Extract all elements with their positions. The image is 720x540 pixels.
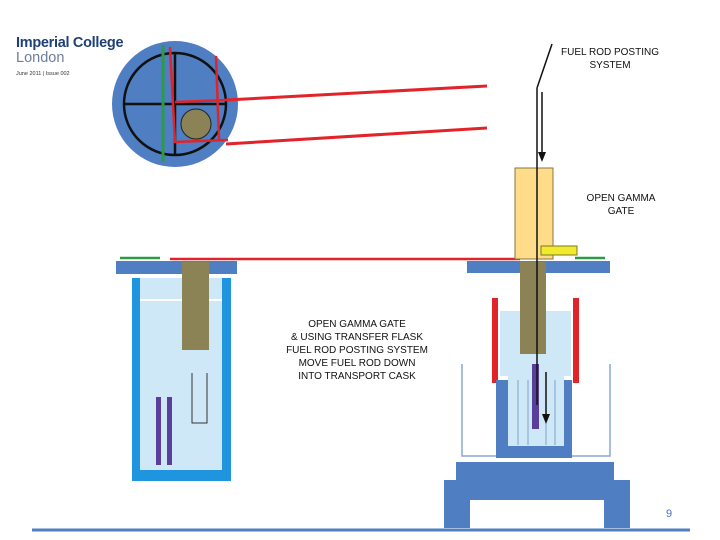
open-gamma-gate-label-line: OPEN GAMMA — [586, 193, 656, 204]
logo-line-2: London — [16, 50, 65, 66]
procedure-label-line: INTO TRANSPORT CASK — [298, 371, 416, 382]
procedure-label-line: OPEN GAMMA GATE — [308, 319, 406, 330]
transport-cask-assembly — [444, 167, 630, 528]
fuel-rod-posting-label-line: FUEL ROD POSTING — [561, 47, 659, 58]
procedure-label-line: MOVE FUEL ROD DOWN — [298, 358, 416, 369]
procedure-label: OPEN GAMMA GATE & USING TRANSFER FLASK F… — [272, 318, 442, 383]
top-view-circle — [112, 41, 238, 167]
logo-line-1: Imperial College — [16, 35, 124, 51]
fuel-rod-posting-label: FUEL ROD POSTING SYSTEM — [540, 46, 680, 72]
posting-arrows — [536, 43, 553, 424]
procedure-label-line: FUEL ROD POSTING SYSTEM — [286, 345, 428, 356]
page-number: 9 — [666, 508, 673, 520]
imperial-college-logo: Imperial College London June 2011 | Issu… — [16, 35, 124, 78]
red-guide-rails — [225, 84, 488, 146]
logo-date: June 2011 | Issue 002 — [16, 71, 70, 77]
open-gamma-gate-label-line: GATE — [607, 206, 635, 217]
open-gamma-gate-label: OPEN GAMMA GATE — [565, 192, 677, 218]
procedure-label-line: & USING TRANSFER FLASK — [290, 332, 424, 343]
fuel-rod-posting-label-line: SYSTEM — [589, 60, 631, 71]
storage-pond — [116, 256, 237, 481]
